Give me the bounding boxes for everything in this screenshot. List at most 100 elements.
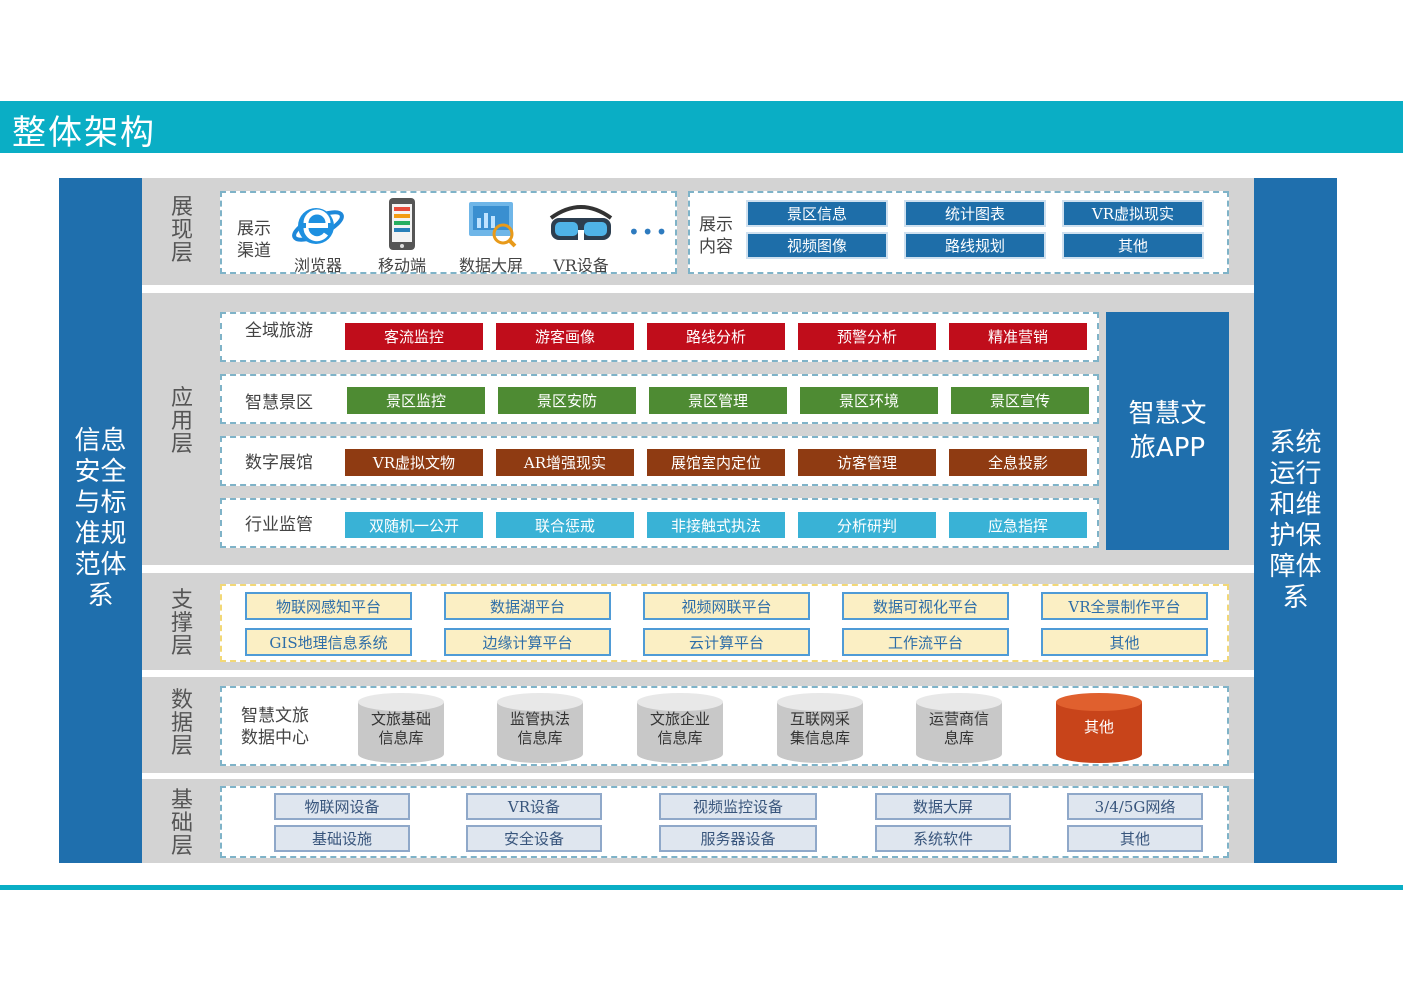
mobile-phone-icon [389,198,415,250]
base-item: VR设备 [466,793,602,820]
device-browser: 浏览器 [286,196,350,276]
db-line: 文旅基础 [370,710,431,728]
app-item: 景区安防 [498,387,636,414]
device-vr: VR设备 [545,196,617,276]
base-item: 视频监控设备 [659,793,817,820]
right-col-line: 运行 [1269,459,1322,489]
more-ellipsis: ••• [628,220,670,244]
operation-maintenance-column: 系统 运行 和维 护保 障体 系 [1254,178,1337,863]
device-label: 数据大屏 [458,256,523,275]
vr-goggles-icon [549,205,613,240]
app-row-label: 全域旅游 [245,321,313,341]
data-layer-label: 数 据 层 [142,689,222,758]
device-label: 浏览器 [293,256,342,275]
left-col-line: 安全 [74,457,127,487]
support-item: 边缘计算平台 [444,628,611,656]
database-cylinder: 运营商信 息库 [915,692,1003,764]
db-line: 信息库 [378,729,424,747]
app-item: 景区监控 [347,387,485,414]
right-col-line: 系 [1282,583,1309,613]
left-col-line: 信息 [74,426,127,456]
database-icon [916,693,1002,763]
database-icon [358,693,444,763]
db-line: 互联网采 [789,710,850,728]
label-char: 据 [170,711,193,736]
support-layer-label: 支 撑 层 [142,589,222,658]
device-label: 移动端 [377,256,426,275]
base-item: 服务器设备 [659,825,817,852]
app-item: 精准营销 [949,323,1087,350]
application-layer-label: 应 用 层 [142,387,222,456]
database-cylinder: 监管执法 信息库 [496,692,584,764]
database-icon [1056,693,1142,763]
app-item: 游客画像 [496,323,634,350]
database-icon [637,693,723,763]
app-item: 访客管理 [798,449,936,476]
label-line: 数据中心 [241,728,309,748]
content-item: 路线规划 [904,232,1046,259]
db-line: 监管执法 [509,710,570,728]
label-char: 用 [170,409,193,434]
database-cylinder: 互联网采 集信息库 [776,692,864,764]
app-item: 客流监控 [345,323,483,350]
support-item: 云计算平台 [643,628,810,656]
content-label: 展示 内容 [699,214,733,258]
db-line: 集信息库 [789,729,850,747]
app-item: 应急指挥 [949,512,1087,538]
app-item: 景区管理 [649,387,787,414]
database-icon [497,693,583,763]
device-label: VR设备 [553,256,609,275]
label-line: 展示 [699,215,733,235]
smart-tourism-app-block: 智慧文 旅APP [1106,312,1229,550]
data-screen-icon [469,202,517,248]
database-cylinder: 文旅企业 信息库 [636,692,724,764]
right-col-line: 障体 [1269,552,1322,582]
app-item: AR增强现实 [496,449,634,476]
content-item: 景区信息 [746,200,888,227]
channel-label: 展示 渠道 [237,218,271,262]
db-line: 信息库 [657,729,703,747]
left-col-line: 与标 [74,488,127,518]
bottom-divider [0,885,1403,890]
app-line: 智慧文 [1128,399,1207,429]
support-item: 其他 [1041,628,1208,656]
label-line: 内容 [699,237,733,257]
label-char: 支 [170,588,193,613]
app-item: 联合惩戒 [496,512,634,538]
label-char: 层 [170,834,193,859]
base-layer-label: 基 础 层 [142,789,222,858]
db-line: 运营商信 [928,710,989,728]
app-row-label: 行业监管 [245,515,313,535]
page-title: 整体架构 [12,113,156,153]
base-item: 基础设施 [274,825,410,852]
support-item: 工作流平台 [842,628,1009,656]
content-item: 视频图像 [746,232,888,259]
database-icon [777,693,863,763]
db-line: 文旅企业 [649,710,710,728]
content-item: 其他 [1062,232,1204,259]
app-item: 预警分析 [798,323,936,350]
left-col-line: 范体 [74,550,127,580]
db-line: 其他 [1083,718,1114,736]
app-row-label: 智慧景区 [245,393,313,413]
right-col-line: 护保 [1269,521,1322,551]
app-item: 非接触式执法 [647,512,785,538]
base-item: 安全设备 [466,825,602,852]
base-item: 系统软件 [875,825,1011,852]
security-standards-column: 信息 安全 与标 准规 范体 系 [59,178,142,863]
display-layer-label: 展 现 层 [142,196,222,265]
app-line: 旅APP [1129,433,1206,463]
content-item: VR虚拟现实 [1062,200,1204,227]
label-char: 展 [170,195,193,220]
label-char: 层 [170,432,193,457]
app-item: 双随机一公开 [345,512,483,538]
title-bar: 整体架构 [0,101,1403,153]
support-item: 数据湖平台 [444,592,611,620]
support-item: 视频网联平台 [643,592,810,620]
database-cylinder-other: 其他 [1055,692,1143,764]
left-col-line: 准规 [74,519,127,549]
device-mobile: 移动端 [370,196,434,276]
right-col-line: 和维 [1269,490,1322,520]
label-char: 现 [170,218,193,243]
support-item: VR全景制作平台 [1041,592,1208,620]
